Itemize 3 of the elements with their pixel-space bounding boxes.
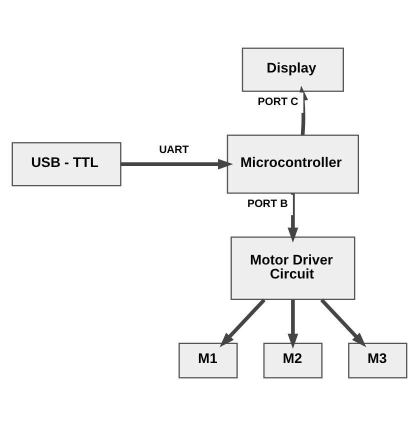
edge-label: PORT C [258, 96, 298, 108]
edge-label: PORT B [247, 198, 288, 210]
edge-label: UART [159, 144, 189, 156]
